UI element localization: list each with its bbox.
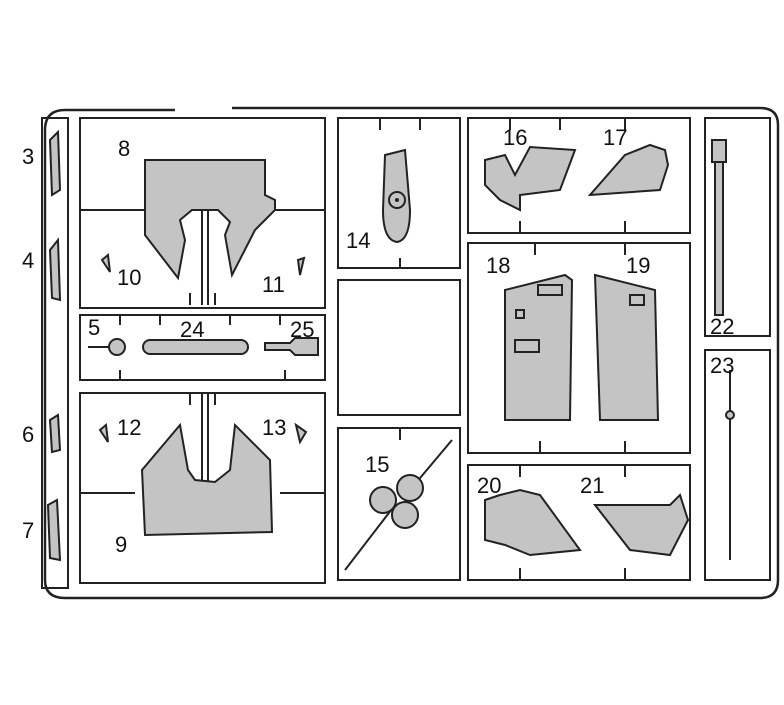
- label-8: 8: [118, 136, 130, 161]
- cell-23: [704, 349, 771, 581]
- label-13: 13: [262, 415, 286, 440]
- gates: [119, 118, 626, 580]
- label-19: 19: [626, 253, 650, 278]
- part-16: [484, 145, 577, 212]
- part-22: [711, 139, 727, 316]
- label-11: 11: [262, 272, 285, 297]
- label-18: 18: [486, 253, 510, 278]
- cell-16-17: [467, 117, 691, 234]
- part-21: [592, 493, 690, 557]
- label-20: 20: [477, 473, 501, 498]
- label-16: 16: [503, 125, 527, 150]
- part-3: [48, 129, 62, 197]
- cell-18-19: [467, 242, 691, 454]
- label-21: 21: [580, 473, 604, 498]
- part-17: [587, 143, 670, 197]
- part-10: [100, 253, 111, 273]
- label-17: 17: [603, 125, 627, 150]
- part-7: [46, 498, 62, 562]
- sprue-frame: [43, 106, 780, 600]
- part-4: [48, 237, 62, 302]
- cell-20-21: [467, 464, 691, 581]
- label-7: 7: [22, 518, 34, 543]
- left-strip: [41, 117, 69, 589]
- label-14: 14: [346, 228, 370, 253]
- part-23: [725, 370, 735, 560]
- label-25: 25: [290, 317, 314, 342]
- label-15: 15: [365, 452, 389, 477]
- cell-8-10-11: [79, 117, 326, 309]
- part-20: [484, 488, 582, 557]
- label-24: 24: [180, 317, 204, 342]
- part-12: [98, 423, 109, 443]
- part-14: [381, 148, 412, 244]
- label-6: 6: [22, 422, 34, 447]
- part-5: [88, 338, 126, 356]
- part-9: [140, 422, 274, 537]
- label-12: 12: [117, 415, 141, 440]
- label-22: 22: [710, 314, 734, 339]
- part-15: [369, 474, 424, 529]
- label-10: 10: [117, 265, 141, 290]
- part-19: [593, 273, 660, 421]
- cell-empty: [337, 279, 461, 416]
- part-8: [144, 159, 276, 281]
- cell-22: [704, 117, 771, 337]
- part-11: [296, 256, 306, 276]
- label-9: 9: [115, 532, 127, 557]
- label-23: 23: [710, 353, 734, 378]
- label-4: 4: [22, 248, 34, 273]
- cell-5-24-25: [79, 314, 326, 381]
- label-5: 5: [88, 315, 100, 340]
- label-3: 3: [22, 144, 34, 169]
- part-24: [142, 339, 249, 355]
- part-18: [504, 273, 574, 421]
- part-6: [48, 413, 62, 454]
- part-13: [294, 422, 308, 445]
- part-25: [264, 337, 319, 356]
